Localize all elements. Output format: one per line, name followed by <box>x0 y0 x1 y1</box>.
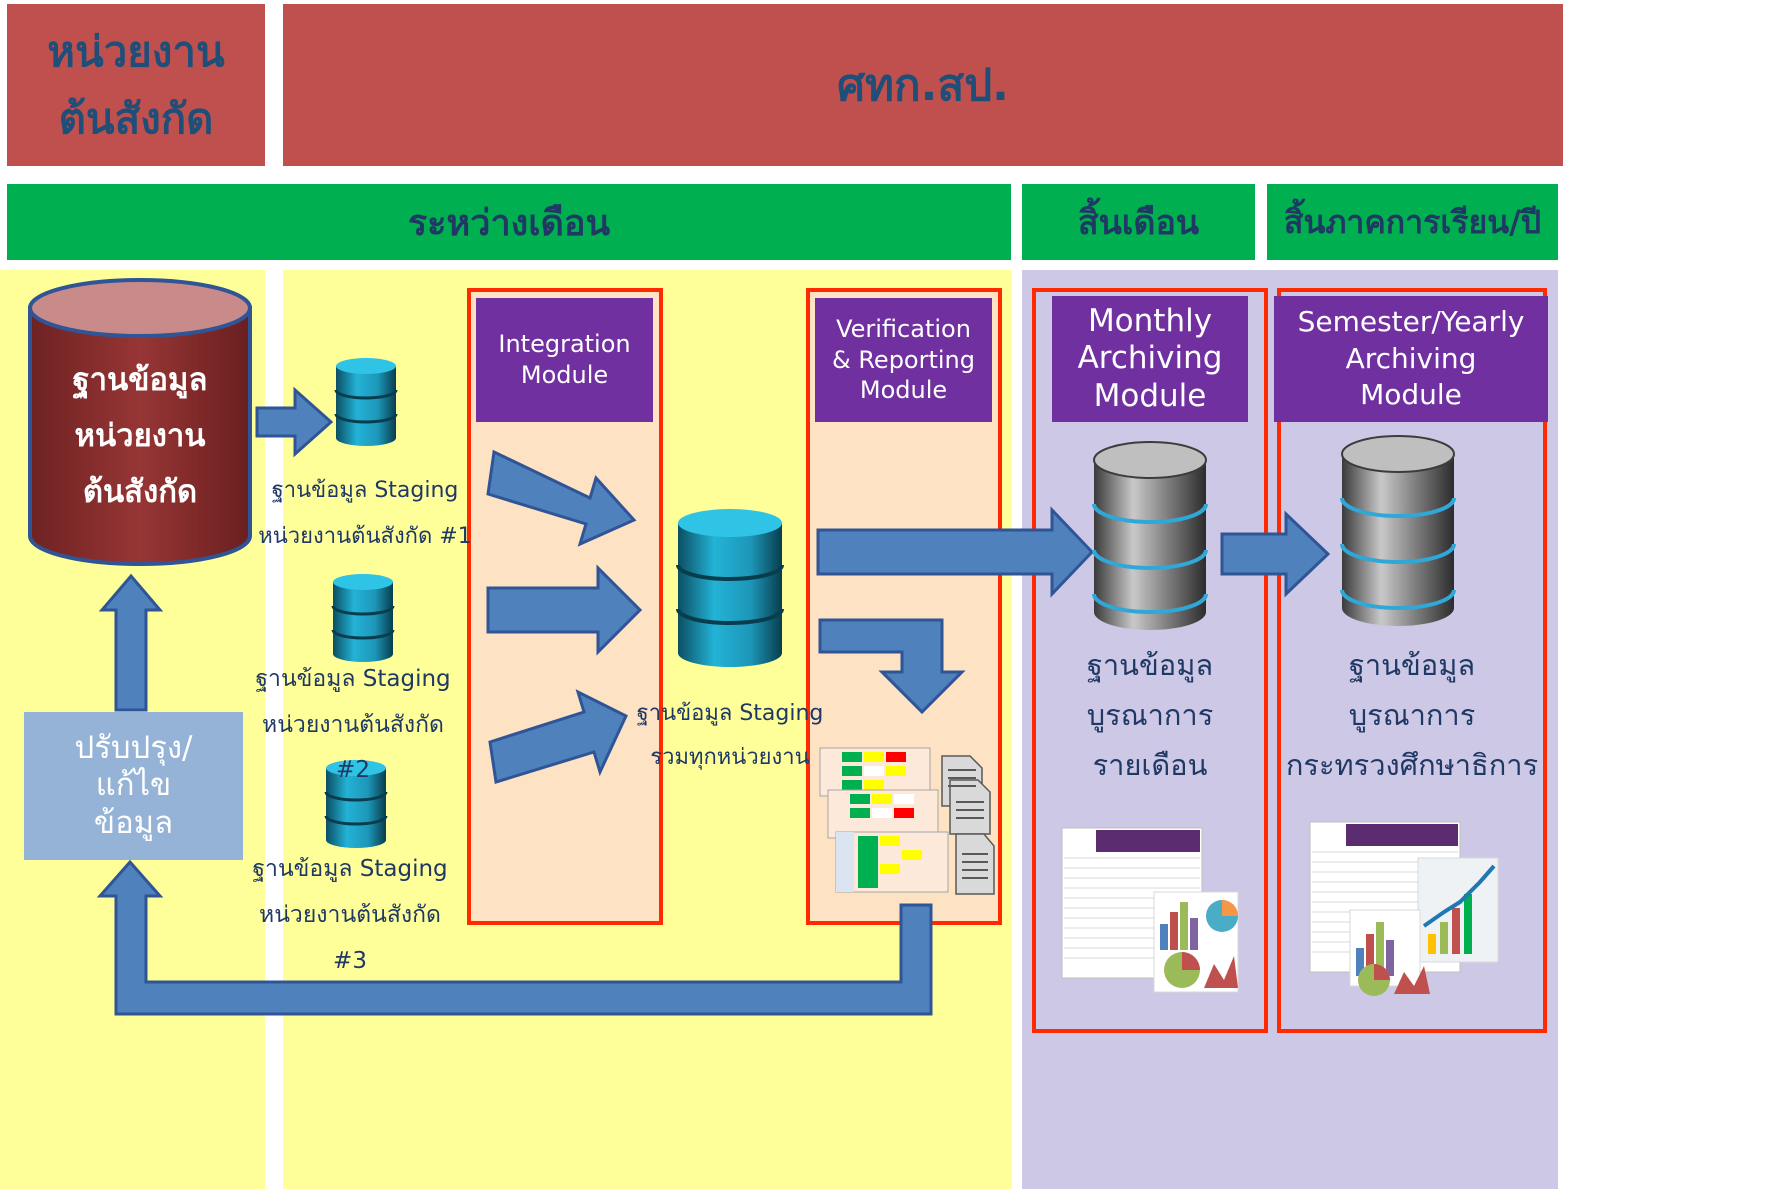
arrow-source-to-staging1 <box>255 386 334 458</box>
staging-2-label: ฐานข้อมูล Staging หน่วยงานต้นสังกัด #2 <box>248 656 458 792</box>
yearly-db-line3: กระทรวงศึกษาธิการ <box>1285 748 1539 782</box>
yearly-frame <box>1277 288 1547 1033</box>
source-database-icon <box>28 278 252 566</box>
yearly-db-line1: ฐานข้อมูล <box>1348 648 1476 682</box>
yearly-module-line2: Archiving <box>1345 341 1477 375</box>
fix-box-line1: ปรับปรุง/ <box>74 730 193 767</box>
monthly-report-thumbnail-icon <box>1061 827 1239 993</box>
yearly-db-line2: บูรณาการ <box>1348 698 1476 732</box>
org-unit-header-line2: ต้นสังกัด <box>58 94 214 143</box>
monthly-module-line1: Monthly <box>1087 303 1213 340</box>
verification-module-line2: & Reporting <box>831 345 975 374</box>
combined-staging-label: ฐานข้อมูล Staging รวมทุกหน่วยงาน <box>628 692 832 780</box>
monthly-db-line3: รายเดือน <box>1092 748 1208 782</box>
fix-box-line2: แก้ไข <box>95 767 172 804</box>
staging-1-line2: หน่วยงานต้นสังกัด #1 <box>258 524 472 549</box>
staging-2-line3: #2 <box>336 757 370 783</box>
monthly-db-label: ฐานข้อมูล บูรณาการ รายเดือน <box>1052 640 1248 790</box>
source-db-line3: ต้นสังกัด <box>82 474 198 510</box>
yearly-module-line1: Semester/Yearly <box>1297 305 1525 339</box>
phase-during-month-label: ระหว่างเดือน <box>407 202 611 244</box>
verification-module-label: Verification & Reporting Module <box>815 298 992 422</box>
monthly-db-line2: บูรณาการ <box>1086 698 1214 732</box>
staging-db-1-icon <box>334 358 398 446</box>
staging-3-line1: ฐานข้อมูล Staging <box>252 856 448 882</box>
yearly-archive-db-icon <box>1340 435 1456 626</box>
monthly-module-label: Monthly Archiving Module <box>1052 296 1248 422</box>
phase-term-end-label: สิ้นภาคการเรียน/ปี <box>1283 202 1542 241</box>
integration-module-line2: Module <box>520 361 609 389</box>
monthly-frame <box>1032 288 1268 1033</box>
monthly-module-line2: Archiving <box>1077 340 1223 377</box>
fix-box-line3: ข้อมูล <box>93 804 174 841</box>
up-arrow-to-source <box>98 573 164 712</box>
arrow-to-yearly-archive <box>1220 510 1331 598</box>
yearly-report-thumbnail-icon <box>1309 821 1499 996</box>
staging-1-line1: ฐานข้อมูล Staging <box>271 478 459 503</box>
zone-archiving <box>1022 270 1558 1189</box>
center-header: ศทก.สป. <box>283 4 1563 166</box>
arrow-to-monthly-archive <box>816 506 1095 598</box>
source-database-label: ฐานข้อมูล หน่วยงาน ต้นสังกัด <box>40 352 240 520</box>
phase-month-end: สิ้นเดือน <box>1022 184 1255 260</box>
staging-1-label: ฐานข้อมูล Staging หน่วยงานต้นสังกัด #1 <box>255 468 475 560</box>
combined-staging-line1: ฐานข้อมูล Staging <box>636 701 824 726</box>
org-unit-header-line1: หน่วยงาน <box>47 26 225 76</box>
arrow-to-reports <box>818 618 966 715</box>
staging-2-line1: ฐานข้อมูล Staging <box>255 666 451 692</box>
integration-module-label: Integration Module <box>476 298 653 422</box>
monthly-archive-db-icon <box>1092 441 1208 630</box>
yearly-db-label: ฐานข้อมูล บูรณาการ กระทรวงศึกษาธิการ <box>1280 640 1544 790</box>
phase-term-end: สิ้นภาคการเรียน/ปี <box>1267 184 1558 260</box>
monthly-db-line1: ฐานข้อมูล <box>1086 648 1214 682</box>
verification-module-line1: Verification <box>836 314 971 343</box>
verification-module-line3: Module <box>859 376 948 405</box>
staging-3-label: ฐานข้อมูล Staging หน่วยงานต้นสังกัด #3 <box>245 846 455 984</box>
phase-month-end-label: สิ้นเดือน <box>1077 203 1200 243</box>
staging-db-3-icon <box>324 760 388 848</box>
source-db-line1: ฐานข้อมูล <box>72 362 208 398</box>
fix-data-box: ปรับปรุง/ แก้ไข ข้อมูล <box>24 712 243 860</box>
combined-staging-line2: รวมทุกหน่วยงาน <box>650 745 810 770</box>
combined-staging-db-icon <box>676 509 784 667</box>
source-db-line2: หน่วยงาน <box>74 418 206 454</box>
yearly-module-label: Semester/Yearly Archiving Module <box>1274 296 1548 422</box>
staging-3-line3: #3 <box>333 948 367 974</box>
org-unit-header: หน่วยงาน ต้นสังกัด <box>7 4 265 166</box>
phase-during-month: ระหว่างเดือน <box>7 184 1011 260</box>
staging-db-2-icon <box>331 574 395 662</box>
staging-3-line2: หน่วยงานต้นสังกัด <box>259 902 441 928</box>
monthly-module-line3: Module <box>1093 377 1207 414</box>
report-sheets-icon <box>819 747 995 895</box>
staging-2-line2: หน่วยงานต้นสังกัด <box>262 712 444 738</box>
integration-module-line1: Integration <box>498 330 631 359</box>
center-header-label: ศทก.สป. <box>837 60 1009 111</box>
yearly-module-line3: Module <box>1360 378 1462 412</box>
